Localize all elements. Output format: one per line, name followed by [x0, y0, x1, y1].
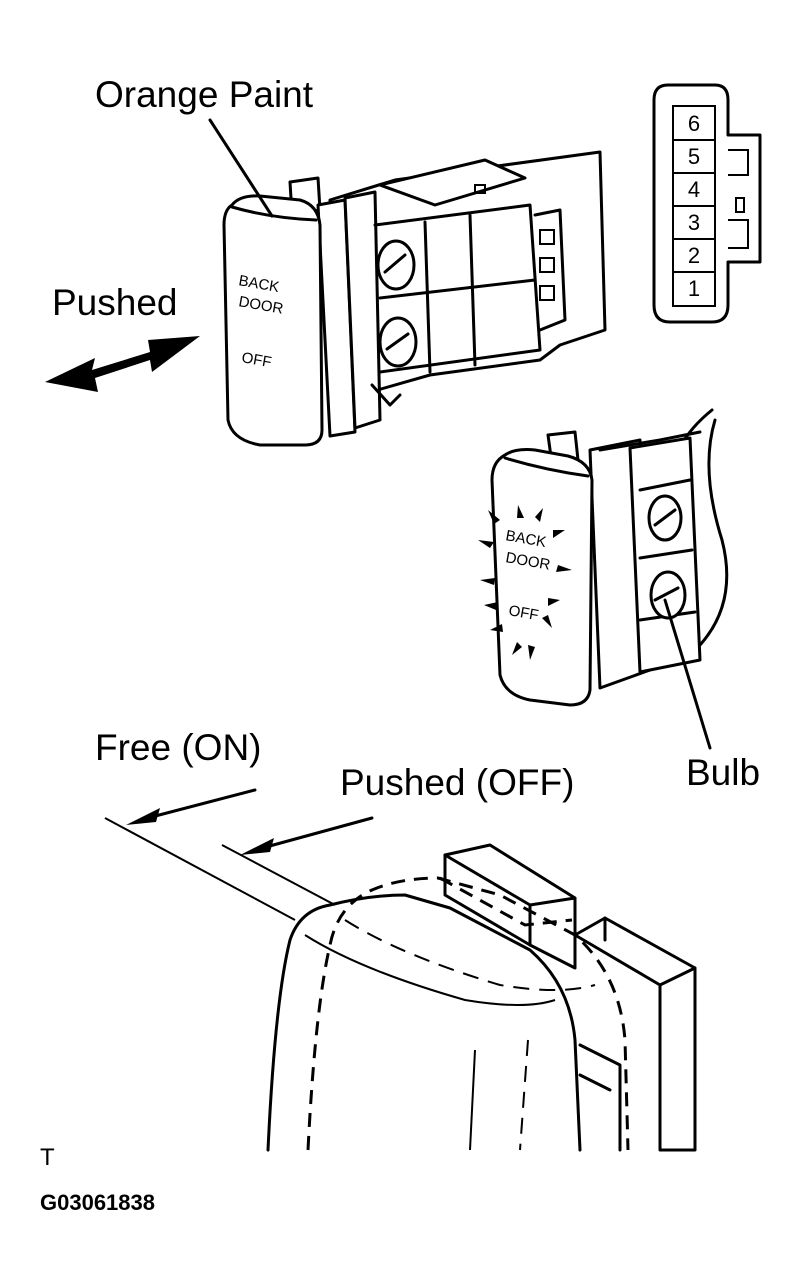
- orange-paint-label: Orange Paint: [95, 74, 314, 115]
- arrows-bottom: [104, 788, 374, 921]
- pin-5: 5: [688, 144, 700, 169]
- pin-6: 6: [688, 111, 700, 136]
- pin-2: 2: [688, 243, 700, 268]
- pin-4: 4: [688, 177, 700, 202]
- pin-3: 3: [688, 210, 700, 235]
- double-arrow-icon: [45, 336, 200, 392]
- switch-knob-top: BACK DOOR OFF: [222, 194, 324, 447]
- free-on-label: Free (ON): [95, 727, 262, 768]
- lit-switch-face-off: OFF: [507, 602, 539, 624]
- orange-paint-leader: [208, 118, 274, 218]
- switch-assembly-lit: BACK DOOR OFF: [478, 408, 729, 707]
- switch-face-back: BACK: [237, 272, 280, 296]
- illumination-rays-icon: [478, 505, 572, 660]
- lit-switch-face-back: BACK: [504, 527, 547, 551]
- connector-pinout: 6 5 4 3 2 1: [652, 83, 762, 324]
- switch-assembly-top: [288, 150, 607, 438]
- pin-1: 1: [688, 276, 700, 301]
- bulb-label: Bulb: [686, 752, 760, 793]
- figure-code: G03061838: [40, 1190, 155, 1215]
- switch-face-off: OFF: [240, 349, 272, 371]
- pushed-off-label: Pushed (OFF): [340, 762, 574, 803]
- pushed-label: Pushed: [52, 282, 178, 323]
- bulb-leader: [663, 598, 712, 750]
- knob-section-enlarged: [266, 843, 697, 1152]
- corner-mark: T: [40, 1144, 55, 1171]
